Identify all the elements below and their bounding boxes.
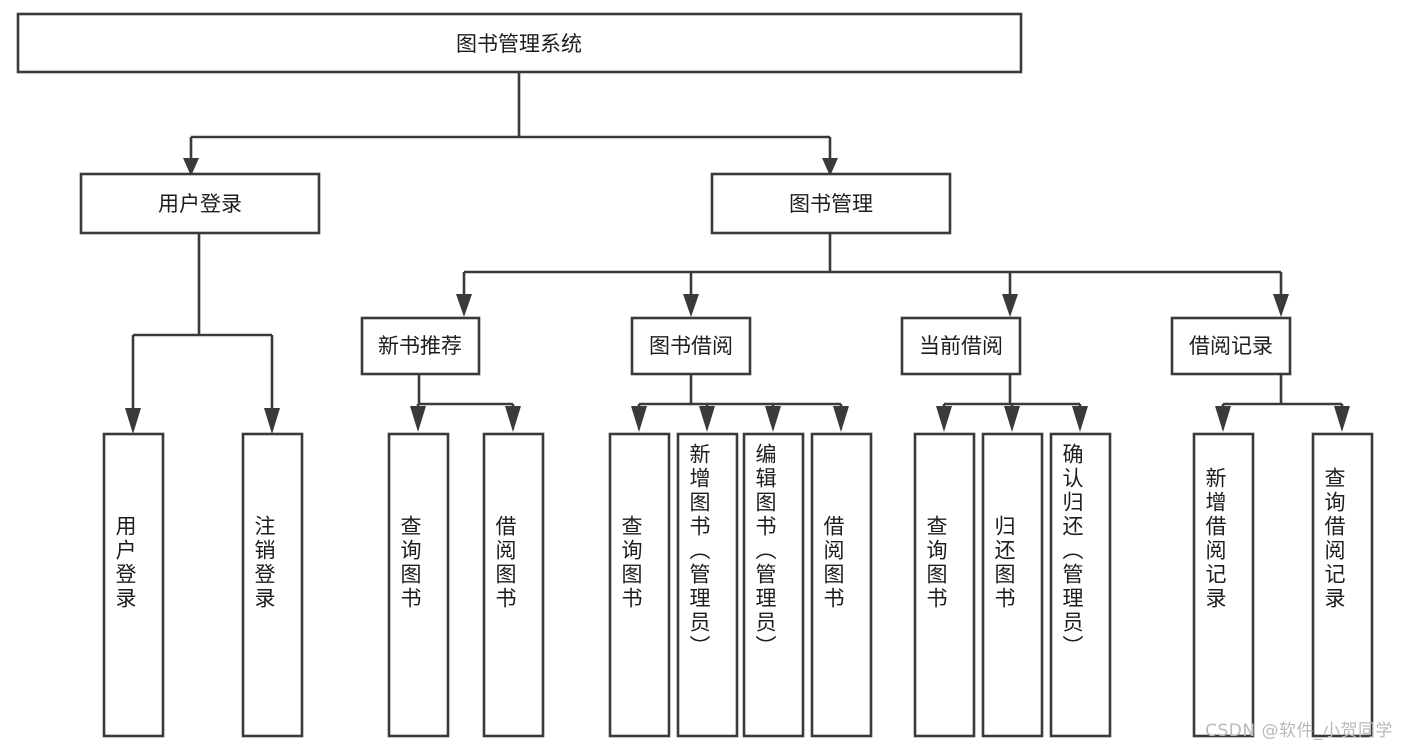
node-user-login[interactable]: 用户登录 <box>79 172 321 235</box>
arrowhead-nb-leaf2 <box>505 406 521 432</box>
node-root-label: 图书管理系统 <box>456 32 582 56</box>
node-book-borrow[interactable]: 图书借阅 <box>630 316 752 376</box>
arrowhead-nb-leaf1 <box>410 406 426 432</box>
leaf-box-layer <box>102 432 1374 738</box>
node-root-box[interactable] <box>16 12 1023 74</box>
leaf-box-query-book-3[interactable] <box>913 432 976 738</box>
arrowhead-bb-leaf2 <box>699 406 715 432</box>
arrowhead-br-leaf1 <box>1215 406 1231 432</box>
node-new-book-recommend-box[interactable] <box>360 316 481 376</box>
leaf-box-borrow-book-1[interactable] <box>482 432 545 738</box>
arrowhead-bb-leaf1 <box>631 406 647 432</box>
leaf-box-logout[interactable] <box>241 432 304 738</box>
node-borrow-record-label: 借阅记录 <box>1189 334 1273 358</box>
node-book-borrow-label: 图书借阅 <box>649 334 733 358</box>
arrowhead-cb-leaf1 <box>936 406 952 432</box>
leaf-box-borrow-book-2[interactable] <box>810 432 873 738</box>
arrowhead-br-leaf2 <box>1334 406 1350 432</box>
leaf-box-query-book-2[interactable] <box>608 432 671 738</box>
connector-layer <box>125 72 1350 434</box>
node-book-manage[interactable]: 图书管理 <box>710 172 952 235</box>
arrowhead-user-login <box>183 158 199 176</box>
arrowhead-newbook <box>456 294 472 317</box>
arrowhead-leaf-user-login <box>125 408 141 434</box>
csdn-watermark: CSDN @软件_小贺同学 <box>1205 721 1393 741</box>
node-book-manage-label: 图书管理 <box>789 192 873 216</box>
node-root[interactable]: 图书管理系统 <box>16 12 1023 74</box>
leaf-box-query-borrow-record[interactable] <box>1311 432 1374 738</box>
leaf-box-query-book-1[interactable] <box>387 432 450 738</box>
node-borrow-record[interactable]: 借阅记录 <box>1170 316 1292 376</box>
leaf-box-edit-book-admin[interactable] <box>742 432 805 738</box>
node-book-manage-box[interactable] <box>710 172 952 235</box>
leaf-box-return-book[interactable] <box>981 432 1044 738</box>
node-user-login-label: 用户登录 <box>158 192 242 216</box>
arrowhead-currentborrow <box>1002 294 1018 317</box>
arrowhead-bb-leaf3 <box>765 406 781 432</box>
leaf-box-confirm-return-admin[interactable] <box>1049 432 1112 738</box>
arrowhead-cb-leaf2 <box>1004 406 1020 432</box>
arrowhead-leaf-logout <box>264 408 280 434</box>
node-borrow-record-box[interactable] <box>1170 316 1292 376</box>
arrowhead-bb-leaf4 <box>833 406 849 432</box>
node-new-book-recommend[interactable]: 新书推荐 <box>360 316 481 376</box>
arrowhead-borrowrecord <box>1273 294 1289 317</box>
node-current-borrow-box[interactable] <box>900 316 1022 376</box>
leaf-box-add-book-admin[interactable] <box>676 432 739 738</box>
leaf-box-add-borrow-record[interactable] <box>1192 432 1255 738</box>
arrowhead-book-manage <box>822 158 838 176</box>
node-book-borrow-box[interactable] <box>630 316 752 376</box>
node-current-borrow[interactable]: 当前借阅 <box>900 316 1022 376</box>
leaf-box-user-login[interactable] <box>102 432 165 738</box>
arrowhead-cb-leaf3 <box>1072 406 1088 432</box>
arrowhead-bookborrow <box>683 294 699 317</box>
node-current-borrow-label: 当前借阅 <box>919 334 1003 358</box>
node-new-book-recommend-label: 新书推荐 <box>378 334 462 358</box>
node-user-login-box[interactable] <box>79 172 321 235</box>
